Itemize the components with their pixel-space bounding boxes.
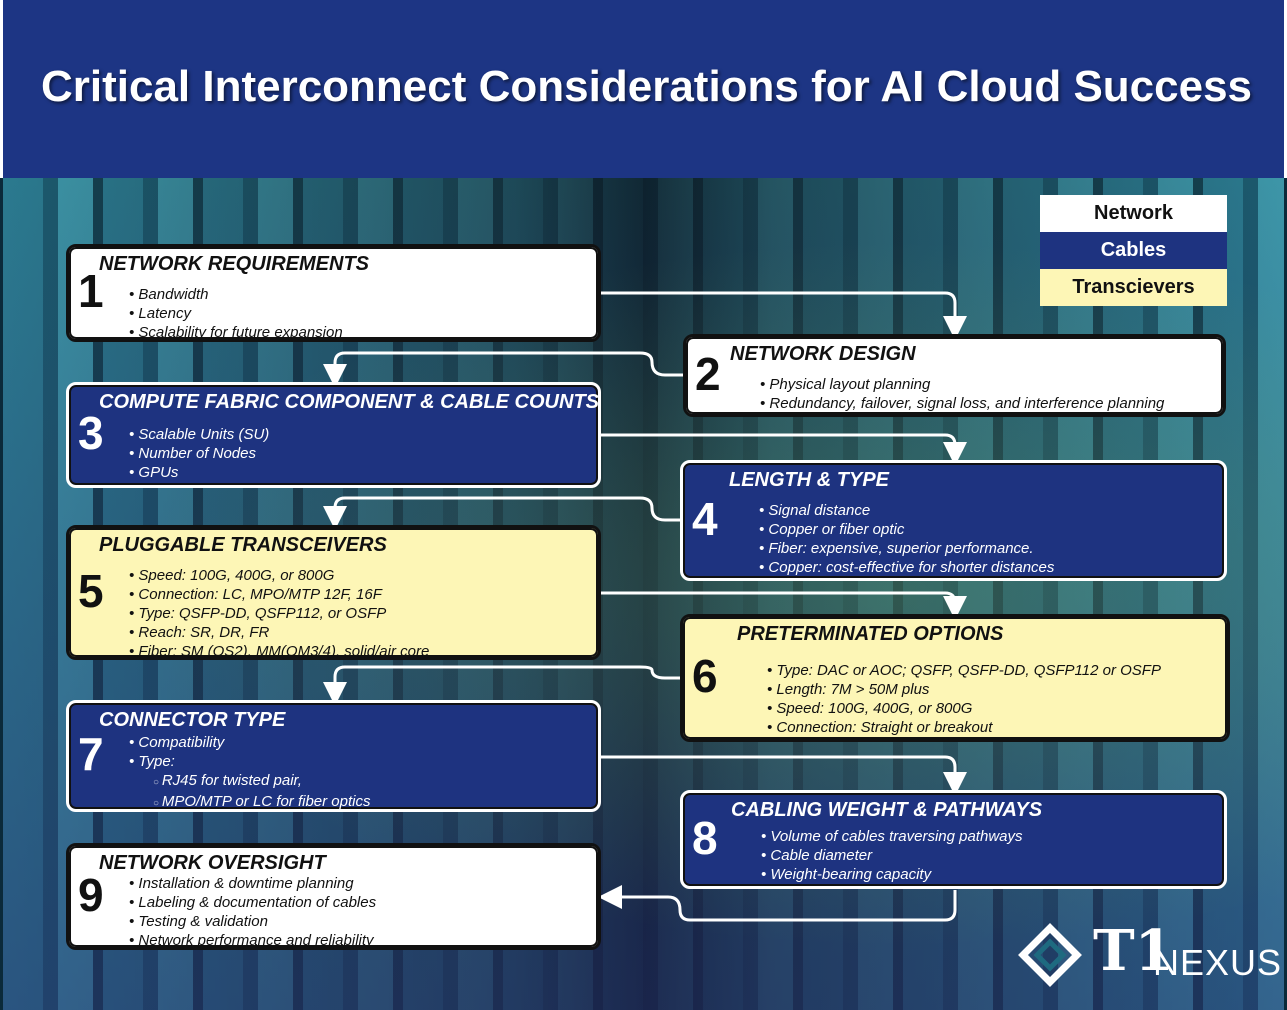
step-number: 7 — [78, 728, 104, 780]
step-item: Weight-bearing capacity — [761, 865, 1023, 884]
arrow-2-to-3 — [323, 351, 683, 388]
arrow-6-to-7 — [323, 665, 680, 706]
arrow-1-to-2 — [601, 291, 967, 340]
step-item: MPO/MTP or LC for fiber optics — [129, 792, 371, 813]
step-item: Speed: 100G, 400G, or 800G — [767, 699, 1161, 718]
step-item: Installation & downtime planning — [129, 874, 376, 893]
step-box-6: 6 PRETERMINATED OPTIONS Type: DAC or AOC; … — [680, 614, 1230, 742]
step-box-2: 2 NETWORK DESIGN Physical layout planningR… — [683, 334, 1226, 417]
step-item: Scalable Units (SU) — [129, 425, 269, 444]
step-number: 8 — [692, 811, 718, 864]
step-title: NETWORK OVERSIGHT — [99, 852, 326, 874]
step-box-8: 8 CABLING WEIGHT & PATHWAYS Volume of cabl… — [680, 790, 1227, 889]
step-item: Signal distance — [759, 501, 1054, 520]
step-item: Scalability for future expansion — [129, 323, 342, 342]
step-item: GPUs — [129, 463, 269, 482]
step-item: Volume of cables traversing pathways — [761, 827, 1022, 846]
step-title: NETWORK REQUIREMENTS — [99, 253, 369, 275]
step-item: Type: — [129, 752, 371, 771]
logo-text: NEXUS — [1153, 942, 1283, 983]
step-item: Compatibility — [129, 733, 371, 752]
step-box-5: 5 PLUGGABLE TRANSCEIVERS Speed: 100G, 400G… — [66, 525, 601, 660]
step-item: Copper: cost-effective for shorter dista… — [759, 558, 1054, 577]
step-items: BandwidthLatencyScalability for future e… — [129, 285, 343, 342]
step-number: 9 — [78, 868, 104, 921]
arrow-8-to-9 — [598, 885, 957, 922]
step-number: 5 — [78, 564, 104, 617]
step-item: Reach: SR, DR, FR — [129, 623, 429, 642]
step-item: Testing & validation — [129, 912, 376, 931]
step-item: Speed: 100G, 400G, or 800G — [129, 566, 429, 585]
step-item: Physical layout planning — [760, 375, 1164, 394]
arrow-4-to-5 — [323, 496, 680, 530]
step-title: COMPUTE FABRIC COMPONENT & CABLE COUNTS — [99, 391, 599, 413]
step-items: Scalable Units (SU)Number of NodesGPUs — [129, 425, 269, 482]
legend-item-network: Network — [1040, 195, 1227, 232]
step-item: Cable diameter — [761, 846, 1023, 865]
step-item: Connection: Straight or breakout — [767, 718, 1161, 737]
arrow-3-to-4 — [601, 433, 967, 466]
step-items: Volume of cables traversing pathwaysCabl… — [761, 827, 1023, 884]
header-banner: Critical Interconnect Considerations for… — [0, 0, 1287, 178]
step-title: NETWORK DESIGN — [730, 343, 916, 365]
step-number: 4 — [692, 492, 718, 545]
step-title: PLUGGABLE TRANSCEIVERS — [99, 534, 387, 556]
step-title: CABLING WEIGHT & PATHWAYS — [731, 799, 1043, 821]
step-item: Labeling & documentation of cables — [129, 893, 376, 912]
step-items: Type: DAC or AOC; QSFP, QSFP-DD, QSFP112… — [767, 661, 1161, 737]
logo-mark: T1 — [1093, 918, 1174, 984]
step-items: Speed: 100G, 400G, or 800GConnection: LC… — [129, 566, 429, 661]
step-items: Physical layout planningRedundancy, fail… — [760, 375, 1164, 413]
step-items: Signal distanceCopper or fiber opticFibe… — [759, 501, 1054, 577]
legend-item-transcievers: Transcievers — [1040, 269, 1227, 306]
logo-diamond-icon — [1018, 923, 1082, 987]
step-item: Fiber: expensive, superior performance. — [759, 539, 1054, 558]
step-item: Connection: LC, MPO/MTP 12F, 16F — [129, 585, 429, 604]
step-item: Type: QSFP-DD, QSFP112, or OSFP — [129, 604, 429, 623]
legend-item-cables: Cables — [1040, 232, 1227, 269]
step-title: CONNECTOR TYPE — [99, 709, 286, 731]
step-item: Number of Nodes — [129, 444, 269, 463]
step-box-4: 4 LENGTH & TYPE Signal distanceCopper or f… — [680, 460, 1227, 581]
step-item: Network performance and reliability — [129, 931, 376, 950]
step-number: 1 — [78, 265, 104, 317]
arrow-7-to-8 — [601, 755, 967, 796]
step-item: Bandwidth — [129, 285, 343, 304]
step-items: CompatibilityType:RJ45 for twisted pair,… — [129, 733, 371, 813]
step-title: LENGTH & TYPE — [729, 469, 890, 491]
step-item: Type: DAC or AOC; QSFP, QSFP-DD, QSFP112… — [767, 661, 1161, 680]
step-item: RJ45 for twisted pair, — [129, 771, 371, 792]
step-item: Redundancy, failover, signal loss, and i… — [760, 394, 1164, 413]
step-item: Copper or fiber optic — [759, 520, 1054, 539]
page-title: Critical Interconnect Considerations for… — [40, 62, 1253, 111]
step-items: Installation & downtime planningLabeling… — [129, 874, 376, 950]
step-item: Latency — [129, 304, 343, 323]
step-title: PRETERMINATED OPTIONS — [737, 623, 1004, 645]
step-number: 2 — [695, 347, 721, 400]
t1nexus-logo: T1 NEXUS — [1015, 918, 1281, 988]
step-item: Fiber: SM (OS2), MM(OM3/4), solid/air co… — [129, 642, 429, 661]
step-number: 3 — [78, 407, 104, 459]
arrow-5-to-6 — [601, 591, 967, 620]
step-item: Length: 7M > 50M plus — [767, 680, 1161, 699]
step-number: 6 — [692, 650, 718, 702]
